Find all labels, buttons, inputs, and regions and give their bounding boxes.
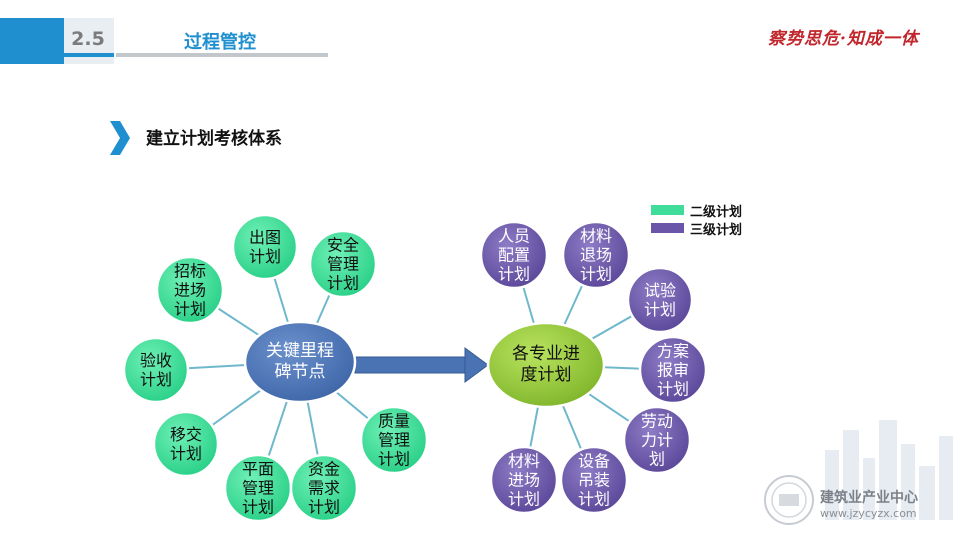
- level2-node-label: 平面 管理 计划: [241, 459, 275, 517]
- slogan: 察势思危·知成一体: [768, 29, 919, 49]
- level2-node-label: 安全 管理 计划: [326, 235, 360, 293]
- level3-node: [559, 445, 629, 515]
- watermark-url: www.jzycyzx.com: [820, 507, 917, 520]
- legend-swatch-level2: [651, 205, 684, 215]
- diagram-nodes: [122, 213, 708, 523]
- watermark-graphic: [764, 420, 953, 525]
- watermark-name: 建筑业产业中心: [820, 490, 918, 506]
- level2-node: [359, 405, 429, 475]
- level2-node: [152, 410, 220, 478]
- legend-label-level3: 三级计划: [690, 223, 743, 238]
- level3-node: [561, 220, 631, 290]
- level2-node-label: 移交 计划: [169, 425, 203, 463]
- level3-node-label: 方案 报审 计划: [656, 341, 690, 399]
- section-number: 2.5: [71, 28, 105, 50]
- header-accent-bar: [0, 18, 64, 64]
- level3-node-label: 人员 配置 计划: [497, 226, 531, 284]
- flow-arrow: [354, 347, 489, 383]
- section-underline-accent: [64, 53, 114, 57]
- level3-node-label: 材料 退场 计划: [579, 226, 613, 284]
- level2-node: [155, 255, 225, 325]
- level2-node-label: 质量 管理 计划: [377, 411, 411, 469]
- chevron-right-icon: [110, 121, 130, 155]
- legend-label-level2: 二级计划: [690, 205, 743, 220]
- level2-node: [231, 213, 299, 281]
- milestone-hub: [243, 320, 357, 404]
- level3-node: [479, 220, 549, 290]
- discipline-plan-hub: [486, 321, 606, 409]
- level2-node-label: 验收 计划: [139, 351, 173, 389]
- level2-node: [308, 229, 378, 299]
- level2-node-label: 招标 进场 计划: [173, 261, 207, 319]
- slide-subtitle: 建立计划考核体系: [146, 129, 282, 149]
- level3-node: [638, 335, 708, 405]
- level2-node: [289, 453, 359, 523]
- level2-node-label: 资金 需求 计划: [307, 459, 341, 517]
- level3-node-label: 劳动 力计 划: [640, 411, 674, 469]
- level2-node-label: 出图 计划: [248, 228, 282, 266]
- level3-node-label: 试验 计划: [643, 281, 677, 319]
- section-underline: [116, 53, 328, 57]
- level3-node-label: 材料 进场 计划: [507, 451, 541, 509]
- level3-node-label: 设备 吊装 计划: [577, 451, 611, 509]
- legend-swatch-level3: [651, 223, 684, 233]
- level3-node: [489, 445, 559, 515]
- milestone-hub-label: 关键里程 碑节点: [266, 341, 334, 382]
- discipline-plan-hub-label: 各专业进 度计划: [512, 344, 580, 385]
- level2-node: [122, 336, 190, 404]
- level3-node: [626, 266, 694, 334]
- section-title: 过程管控: [184, 32, 256, 53]
- level3-node: [622, 405, 692, 475]
